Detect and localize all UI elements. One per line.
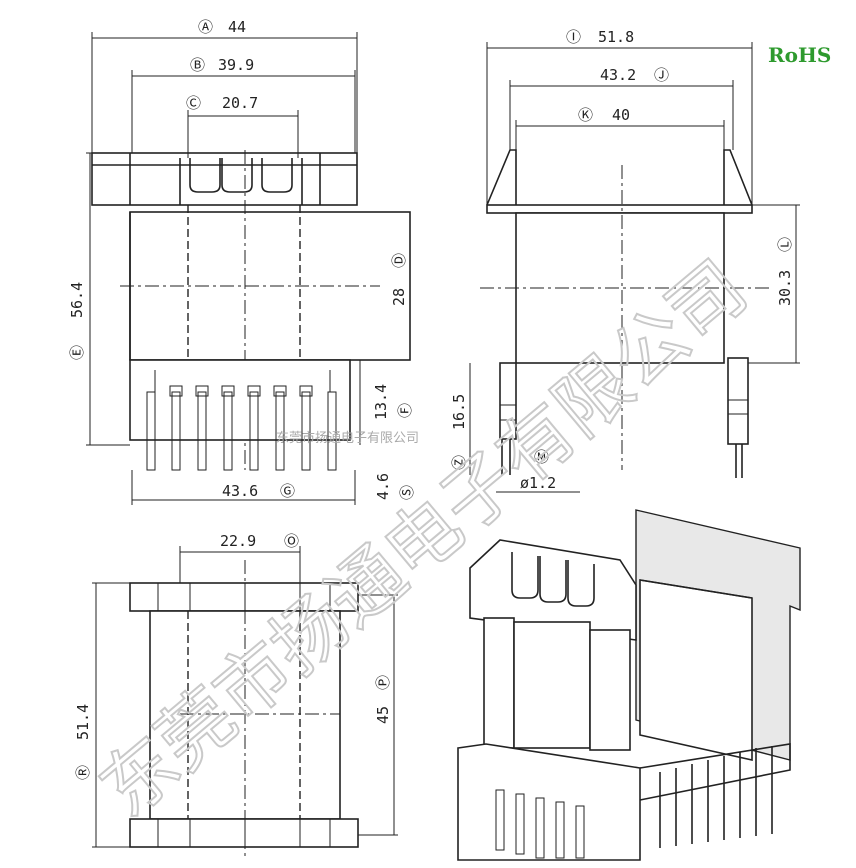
- dim-front-width-inner: 39.9: [218, 56, 254, 74]
- bottom-top-pin-row: [129, 582, 359, 612]
- dim-front-height-total: 56.4: [68, 282, 86, 318]
- dim-front-height-body: 28: [390, 288, 408, 306]
- marker-R: Ⓡ: [74, 765, 92, 780]
- bottom-lower-pin-row: [129, 818, 359, 848]
- marker-B: Ⓑ: [190, 56, 205, 74]
- dim-bottom-length-overall: 51.4: [74, 704, 92, 740]
- marker-D: Ⓓ: [390, 253, 408, 268]
- marker-F: Ⓕ: [396, 403, 414, 418]
- front-base: [129, 359, 351, 441]
- dim-side-width-overall: 51.8: [598, 28, 634, 46]
- marker-A: Ⓐ: [198, 18, 213, 36]
- iso-pins: [495, 746, 773, 859]
- marker-S: Ⓢ: [398, 485, 416, 500]
- dim-front-width-core: 20.7: [222, 94, 258, 112]
- front-cup-1: [189, 158, 221, 193]
- front-pins: [146, 385, 337, 471]
- isometric-view: [457, 509, 801, 861]
- front-cup-3: [261, 158, 293, 193]
- dim-bottom-length-inner: 45: [374, 706, 392, 724]
- front-cup-2: [221, 158, 253, 193]
- marker-K: Ⓚ: [578, 106, 593, 124]
- watermark-company-small: 东莞市扬通电子有限公司: [276, 430, 419, 446]
- marker-P: Ⓟ: [374, 675, 392, 690]
- marker-M: Ⓜ: [534, 448, 549, 466]
- marker-I: Ⓘ: [566, 28, 581, 46]
- rohs-badge: RoHS: [768, 43, 831, 67]
- dim-side-width-inner: 43.2: [600, 66, 636, 84]
- bottom-view: 22.9 Ⓞ 51.4 Ⓡ 45 Ⓟ: [74, 532, 398, 860]
- dim-front-width-overall: 44: [228, 18, 246, 36]
- dim-side-pin-diameter: ø1.2: [520, 474, 556, 492]
- iso-base: [457, 743, 641, 861]
- marker-Z: Ⓩ: [450, 455, 468, 470]
- side-flange-left: [486, 149, 517, 206]
- marker-L: Ⓛ: [776, 237, 794, 252]
- marker-O: Ⓞ: [284, 532, 299, 550]
- iso-wall-left: [483, 617, 515, 749]
- marker-E: Ⓔ: [68, 345, 86, 360]
- iso-core-window: [639, 579, 753, 761]
- dim-front-pin-height: 13.4: [372, 384, 390, 420]
- dim-bottom-pitch-span: 22.9: [220, 532, 256, 550]
- side-view: Ⓘ 51.8 43.2 Ⓙ Ⓚ 40 30.3 Ⓛ 16.5 Ⓩ ø1.2 Ⓜ: [450, 28, 800, 493]
- side-flange-right: [723, 149, 753, 206]
- dim-front-pin-offset: 4.6: [374, 473, 392, 500]
- marker-C: Ⓒ: [186, 94, 201, 112]
- front-top-flange: [91, 152, 358, 206]
- dim-side-height-body: 30.3: [776, 270, 794, 306]
- iso-wall-right: [589, 629, 631, 751]
- marker-J: Ⓙ: [654, 66, 669, 84]
- dim-side-pin-length: 16.5: [450, 394, 468, 430]
- dim-front-base-width: 43.6: [222, 482, 258, 500]
- marker-G: Ⓖ: [280, 482, 295, 500]
- front-view: Ⓐ 44 Ⓑ 39.9 Ⓒ 20.7 28 Ⓓ 56.4 Ⓔ 13.4 Ⓕ 43…: [68, 18, 416, 505]
- dim-side-width-core: 40: [612, 106, 630, 124]
